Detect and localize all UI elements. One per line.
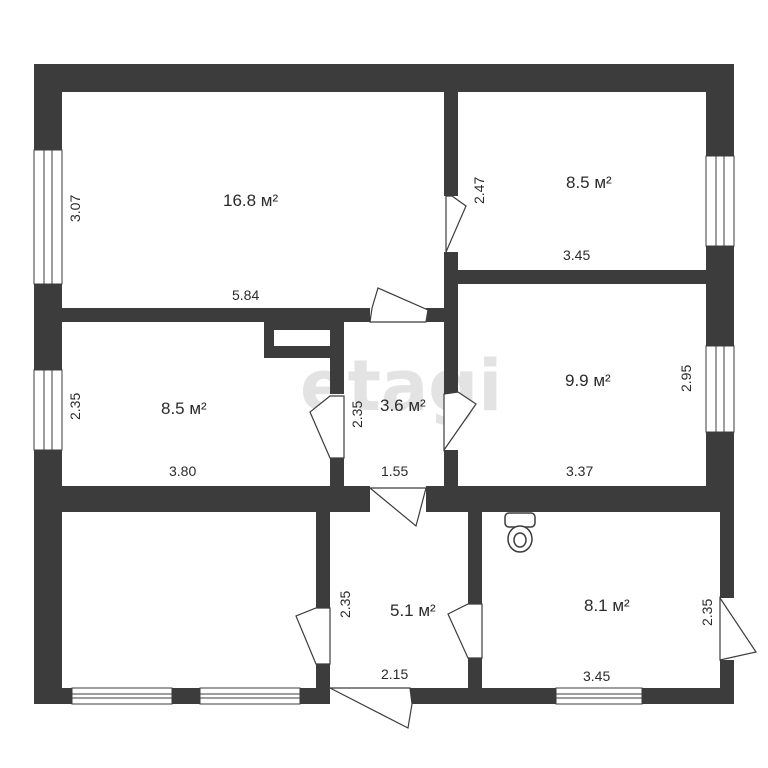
door-r1-corridor	[369, 287, 429, 323]
door-corridor-hall	[368, 487, 427, 528]
area-label-r7: 8.1 м²	[584, 596, 630, 615]
window-left-r3	[33, 369, 63, 451]
wall-middle-left	[34, 486, 370, 512]
door-hall-left-room	[295, 607, 331, 665]
dim-r7-width: 3.45	[583, 668, 610, 684]
dim-r3-width: 3.80	[169, 463, 196, 479]
dim-r2-height: 2.47	[471, 177, 487, 204]
door-corridor-r5	[443, 391, 477, 452]
door-hall-r7	[447, 603, 483, 659]
window-right-r2	[705, 155, 735, 247]
window-bottom-2	[199, 687, 301, 705]
dim-r4-width: 1.55	[381, 463, 408, 479]
area-label-r6: 5.1 м²	[390, 601, 436, 620]
door-r7-exterior	[719, 596, 757, 661]
niche-top	[264, 322, 344, 330]
windows	[33, 149, 735, 705]
area-label-r1: 16.8 м²	[223, 191, 278, 210]
wall-r4-r5-lower	[444, 450, 458, 488]
window-bottom-1	[71, 687, 173, 705]
wall-bottom-left-room	[316, 512, 330, 608]
dim-r1-height: 3.07	[67, 195, 83, 222]
wall-r1-bottom-right	[426, 308, 458, 322]
outer-wall-right-lower	[720, 488, 734, 598]
wall-r1-bottom	[34, 308, 370, 322]
wall-r2-r5	[444, 270, 734, 284]
dim-r4-height: 2.35	[349, 401, 365, 428]
door-corridor-r3	[309, 395, 345, 459]
door-r1-r2	[445, 195, 467, 253]
area-label-r3: 8.5 м²	[161, 399, 207, 418]
outer-wall-top	[34, 64, 734, 92]
dim-r5-height: 2.95	[678, 365, 694, 392]
wall-bottom-left-room-lower	[316, 664, 330, 688]
wall-r6-r7	[468, 512, 482, 604]
niche-left	[264, 322, 274, 358]
area-label-r2: 8.5 м²	[566, 173, 612, 192]
area-label-r5: 9.9 м²	[565, 371, 611, 390]
wall-r6-r7-lower	[468, 658, 482, 688]
window-bottom-3	[555, 687, 643, 705]
door-entrance	[329, 687, 413, 729]
dim-r1-width: 5.84	[232, 287, 259, 303]
doors	[295, 195, 757, 729]
dim-r6-height: 2.35	[337, 591, 353, 618]
wall-r3-r4-lower	[330, 458, 344, 488]
dim-r7-height: 2.35	[699, 599, 715, 626]
wall-middle-right	[426, 486, 734, 512]
room-labels: 16.8 м² 8.5 м² 8.5 м² 3.6 м² 9.9 м² 5.1 …	[161, 173, 630, 620]
niche-bottom	[264, 346, 344, 358]
wall-r1-r2-upper	[444, 92, 458, 196]
dim-r3-height: 2.35	[67, 393, 83, 420]
window-right-r5	[705, 345, 735, 433]
wall-r3-r4	[330, 322, 344, 394]
dimension-labels: 5.84 3.45 3.80 1.55 3.37 2.15 3.45 3.07 …	[67, 177, 715, 684]
area-label-r4: 3.6 м²	[380, 396, 426, 415]
walls	[34, 64, 734, 704]
dim-r6-width: 2.15	[381, 666, 408, 682]
wall-r4-r5-upper	[444, 322, 458, 394]
dim-r2-width: 3.45	[563, 247, 590, 263]
dim-r5-width: 3.37	[566, 463, 593, 479]
window-left-r1	[33, 149, 63, 285]
toilet-icon	[504, 512, 536, 553]
